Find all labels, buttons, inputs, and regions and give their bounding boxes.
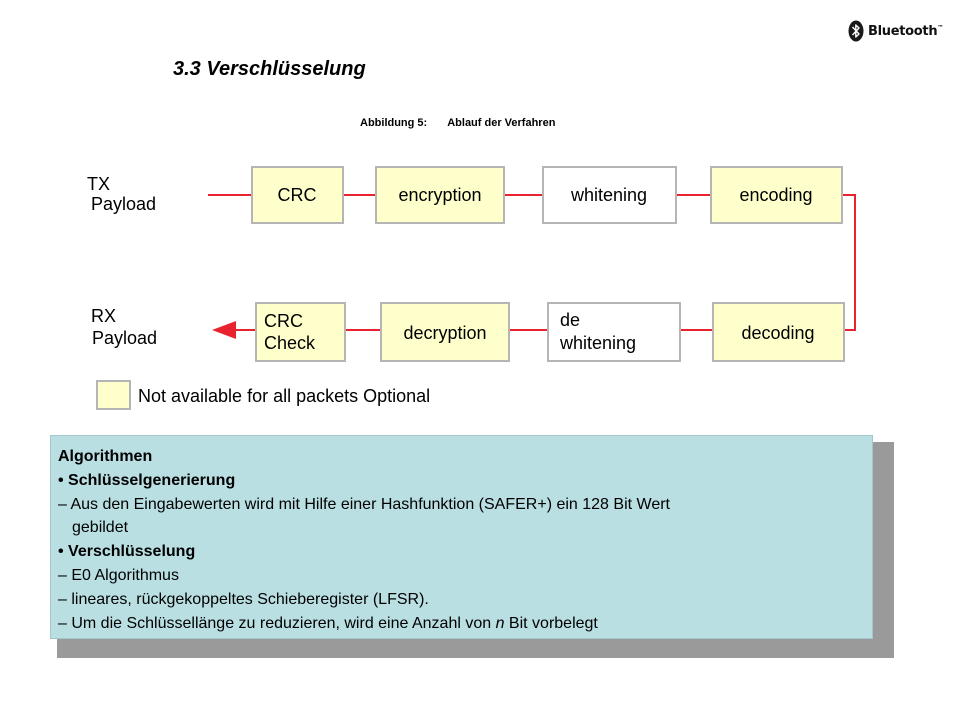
crc-block-label: CRC <box>278 185 317 205</box>
encryption-detail-e0: – E0 Algorithmus <box>58 566 179 584</box>
algorithms-heading: Algorithmen <box>58 448 153 465</box>
bluetooth-logo-text: Bluetooth™ <box>868 23 943 39</box>
decryption-block-label: decryption <box>403 323 486 343</box>
dewhitening-block-label-line2: whitening <box>559 333 636 353</box>
rx-label-line1: RX <box>91 306 116 326</box>
whitening-block-label: whitening <box>570 185 647 205</box>
encoding-block <box>710 166 843 224</box>
legend-text: Not available for all packets Optional <box>138 386 430 406</box>
whitening-block <box>542 166 677 224</box>
rx-label-line2: Payload <box>92 328 157 348</box>
crc-check-block-label-line2: Check <box>264 333 316 353</box>
figure-caption: Abbildung 5: Ablauf der Verfahren <box>360 117 555 129</box>
crc-block <box>251 166 344 224</box>
dewhitening-block <box>547 302 681 362</box>
encryption-block-label: encryption <box>398 185 481 205</box>
encryption-detail-keylength: – Um die Schlüssellänge zu reduzieren, w… <box>58 614 598 632</box>
bluetooth-logo: Bluetooth™ <box>848 18 948 44</box>
figure-caption-text: Ablauf der Verfahren <box>447 117 556 129</box>
tx-label-line1: TX <box>87 174 110 194</box>
bullet-encryption: • Verschlüsselung <box>58 543 196 561</box>
encryption-detail-lfsr: – lineares, rückgekoppeltes Schieberegis… <box>58 590 429 608</box>
decoding-block <box>712 302 845 362</box>
crc-check-block-label-line1: CRC <box>264 311 303 331</box>
tx-label-line2: Payload <box>91 194 156 214</box>
bluetooth-rune-icon <box>848 20 864 42</box>
encoding-block-label: encoding <box>739 185 812 205</box>
decoding-block-label: decoding <box>741 323 814 343</box>
key-generation-detail-continued: gebildet <box>72 519 129 537</box>
decryption-block <box>380 302 510 362</box>
legend-swatch <box>96 380 131 410</box>
encryption-block <box>375 166 505 224</box>
crc-check-block <box>255 302 346 362</box>
page-title: 3.3 Verschlüsselung <box>173 58 366 80</box>
encryption-flow-diagram: TX Payload RX Payload CRC encryption whi… <box>87 166 856 410</box>
bullet-key-generation: • Schlüsselgenerierung <box>58 471 236 489</box>
key-generation-detail: – Aus den Eingabewerten wird mit Hilfe e… <box>58 495 670 513</box>
loop-line <box>842 194 856 331</box>
algorithms-textbox: Algorithmen • Schlüsselgenerierung – Aus… <box>50 435 873 639</box>
figure-caption-label: Abbildung 5: <box>360 117 428 129</box>
dewhitening-block-label-line1: de <box>560 310 580 330</box>
rx-output-arrow <box>212 321 236 339</box>
